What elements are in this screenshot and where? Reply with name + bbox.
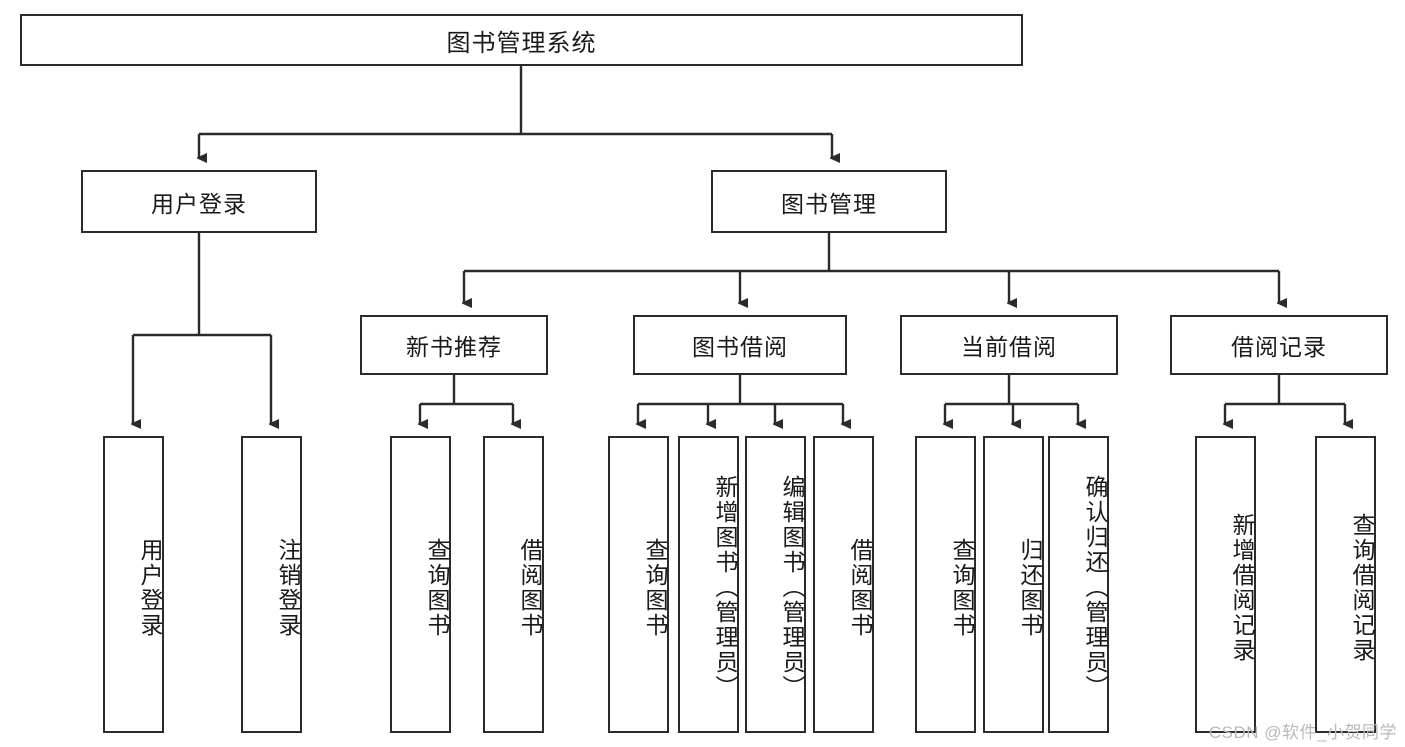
node-current-borrow[interactable]: 当前借阅 <box>900 315 1118 375</box>
node-root-system[interactable]: 图书管理系统 <box>20 14 1023 66</box>
leaf-user-login-signout[interactable]: 注销登录 <box>241 436 302 733</box>
leaf-current-return-book[interactable]: 归还图书 <box>983 436 1044 733</box>
leaf-borrow-add-book-admin[interactable]: 新增图书（管理员） <box>678 436 739 733</box>
leaf-borrow-edit-book-admin[interactable]: 编辑图书（管理员） <box>745 436 806 733</box>
leaf-record-query-record[interactable]: 查询借阅记录 <box>1315 436 1376 733</box>
node-borrow-record[interactable]: 借阅记录 <box>1170 315 1388 375</box>
csdn-watermark: CSDN @软件_小贺同学 <box>1208 723 1397 742</box>
node-book-borrow[interactable]: 图书借阅 <box>633 315 847 375</box>
leaf-user-login-signin[interactable]: 用户登录 <box>103 436 164 733</box>
node-book-management[interactable]: 图书管理 <box>711 170 947 233</box>
leaf-borrow-borrow-book[interactable]: 借阅图书 <box>813 436 874 733</box>
node-user-login[interactable]: 用户登录 <box>81 170 317 233</box>
leaf-recommend-query-book[interactable]: 查询图书 <box>390 436 451 733</box>
node-new-book-recommend[interactable]: 新书推荐 <box>360 315 548 375</box>
leaf-record-add-record[interactable]: 新增借阅记录 <box>1195 436 1256 733</box>
leaf-recommend-borrow-book[interactable]: 借阅图书 <box>483 436 544 733</box>
leaf-current-confirm-return-admin[interactable]: 确认归还（管理员） <box>1048 436 1109 733</box>
leaf-current-query-book[interactable]: 查询图书 <box>915 436 976 733</box>
leaf-borrow-query-book[interactable]: 查询图书 <box>608 436 669 733</box>
